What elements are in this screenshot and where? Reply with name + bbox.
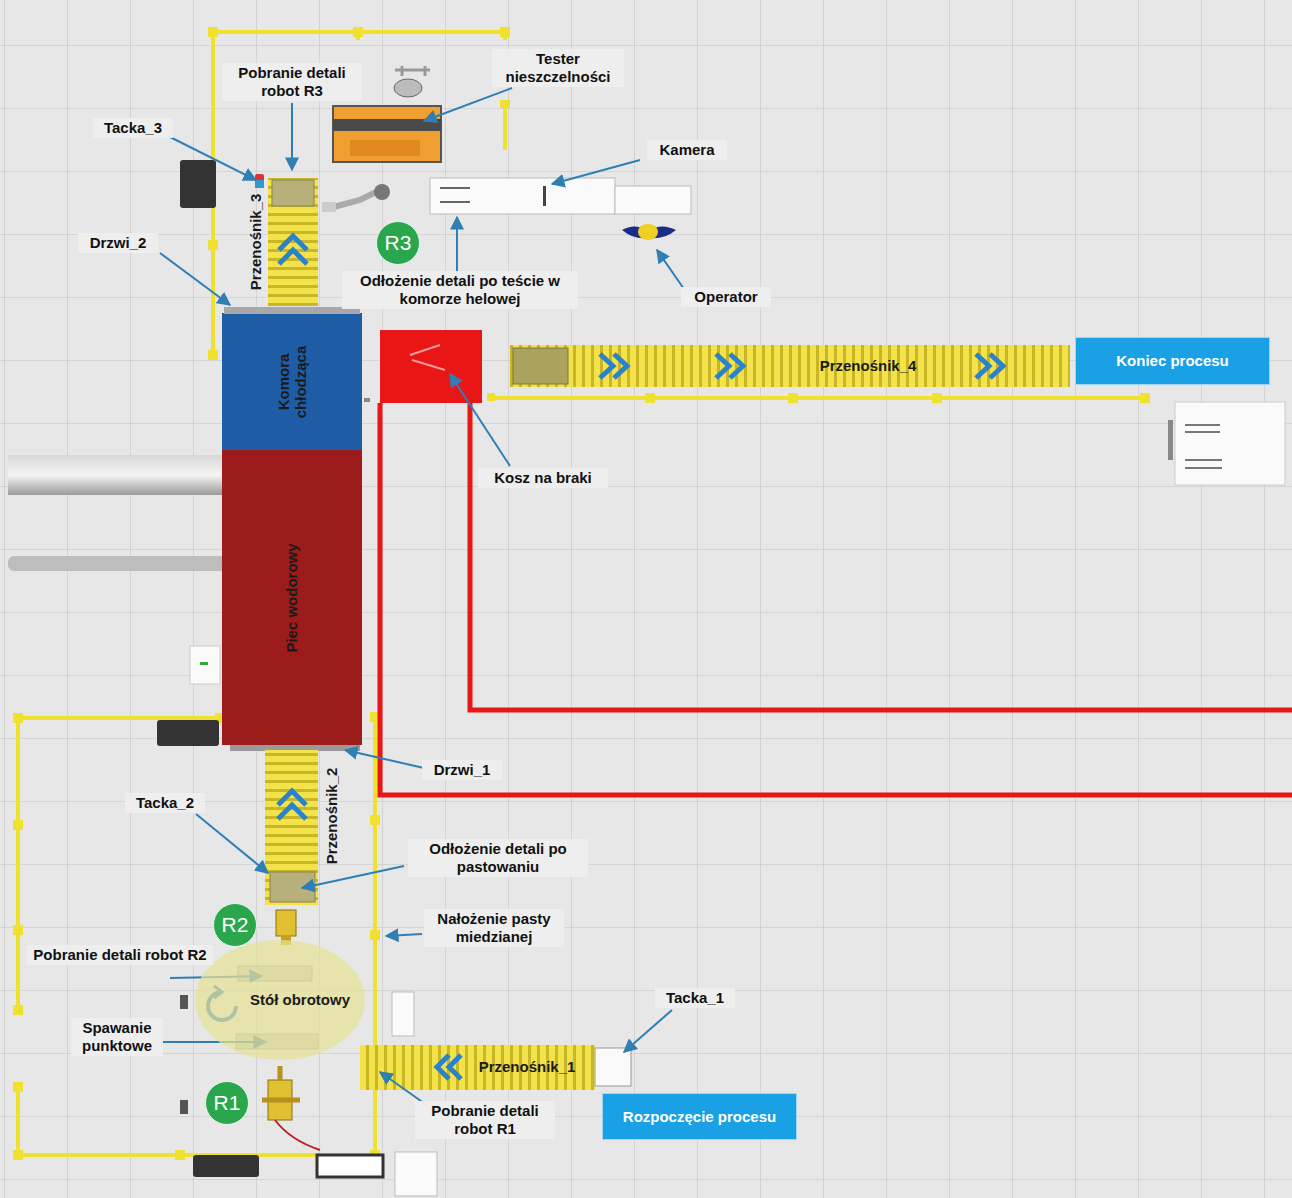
rotary-table: Stół obrotowy [195,940,365,1060]
door-2 [224,307,360,314]
callout-label: Operator [681,287,771,307]
conveyor: Przenośnik_4 [762,347,974,385]
callout-label: Nałożenie pasty miedzianej [424,909,564,947]
node-text: Komora chłodząca [275,326,310,438]
callout-label: Drzwi_2 [78,233,158,253]
camera-station [430,178,691,214]
reject-bin [380,330,482,403]
callout-label: Tacka_2 [125,793,205,813]
callout-label: Pobranie detali robot R2 [27,945,213,965]
sensor [364,398,370,402]
robot-badge: R2 [213,903,257,947]
conveyor: Przenośnik_3 [244,178,268,306]
callout-label: Kosz na braki [478,468,608,488]
node-text: Koniec procesu [1116,352,1229,369]
callout-label: Drzwi_1 [422,760,502,780]
process-terminal: Rozpoczęcie procesu [602,1093,797,1140]
leader-line [160,88,684,1106]
safety-rail [18,30,1145,1155]
node-text: Rozpoczęcie procesu [623,1108,776,1125]
node-text: Przenośnik_1 [479,1058,576,1075]
node-text: Przenośnik_4 [820,357,917,374]
node-text: Przenośnik_2 [323,768,340,865]
operator-figure [622,224,676,240]
node-text: Przenośnik_3 [247,194,264,291]
conveyor [265,750,318,905]
node-text: R3 [385,231,412,255]
callout-label: Pobranie detali robot R1 [415,1101,555,1139]
callout-label: Tester nieszczelności [492,49,624,87]
node-text: R2 [222,913,249,937]
robot-r3-arm [322,184,390,212]
reject-zone-line [380,403,1292,795]
flow-chevron [278,236,1003,1079]
callout-label: Kamera [647,140,727,160]
callout-label: Tacka_1 [655,988,735,1008]
callout-label: Odłożenie detali po teście w komorze hel… [342,271,578,309]
conveyor [268,178,318,306]
node-text: Stół obrotowy [250,991,350,1008]
conveyor [510,345,1070,387]
robot-badge: R1 [205,1081,249,1125]
cooling-chamber: Komora chłodząca [222,313,362,450]
rail-post [13,27,1150,1160]
cooling-chamber-housing [222,313,362,450]
callout-label: Tacka_3 [93,118,173,138]
furnace-housing [222,450,362,745]
reject-bin-detail [410,345,445,370]
conveyor: Przenośnik_1 [464,1049,590,1085]
machine-box [157,160,437,1196]
conveyor: Przenośnik_2 [320,752,344,880]
callout-label: Spawanie punktowe [71,1018,163,1056]
callout-label: Odłożenie detali po pastowaniu [408,839,588,877]
node-text: R1 [214,1091,241,1115]
callout-label: Pobranie detali robot R3 [222,63,362,101]
robot-badge: R3 [376,221,420,265]
control-panel [1168,402,1285,485]
node-text: Piec wodorowy [283,543,300,652]
hydrogen-furnace: Piec wodorowy [222,450,362,745]
process-terminal: Koniec procesu [1075,337,1270,385]
